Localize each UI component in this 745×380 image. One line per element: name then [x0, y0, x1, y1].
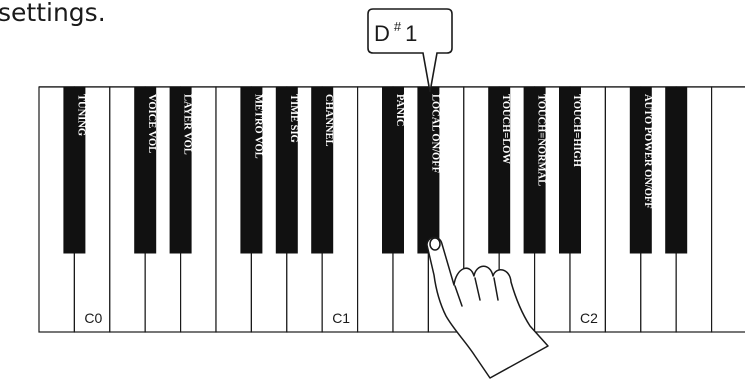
black-key: [382, 86, 404, 254]
black-key: [523, 86, 546, 254]
black-key-label: LOCAL ON/OFF: [429, 94, 440, 173]
note-callout: D # 1: [367, 8, 453, 93]
black-key: [559, 86, 581, 254]
black-key-label: LAYER VOL: [182, 94, 193, 155]
black-key: [169, 86, 192, 254]
black-key-label: TOUCH=HIGH: [571, 94, 582, 167]
white-key: [710, 86, 745, 333]
black-key: [311, 86, 334, 254]
callout-note-letter: D: [374, 21, 390, 46]
black-keys: TUNING VOICE VOL LAYER VOL METRO VOL TIME SI…: [63, 86, 688, 254]
black-key-label: PANIC: [394, 94, 405, 126]
black-key: [134, 86, 157, 254]
callout-accidental: #: [394, 19, 402, 34]
callout-box: [367, 8, 453, 93]
black-key-label: VOICE VOL: [146, 94, 157, 153]
black-key-label: TUNING: [75, 94, 86, 136]
black-key: [665, 86, 688, 254]
octave-label: C2: [580, 310, 598, 326]
callout-octave: 1: [405, 21, 417, 46]
callout-note-name: D # 1: [374, 18, 417, 46]
black-key-label: AUTO POWER ON/OFF: [642, 94, 653, 209]
black-key-label: TIME SIG: [288, 94, 299, 143]
black-key: [240, 86, 263, 254]
black-key-label: METRO VOL: [252, 94, 263, 159]
black-key-label: TOUCH=NORMAL: [536, 94, 547, 186]
octave-label: C1: [332, 310, 350, 326]
black-key: [488, 86, 511, 254]
octave-labels: C0 C1 C2: [84, 310, 598, 326]
black-key: [275, 86, 298, 254]
caption-text: settings.: [0, 0, 106, 27]
pointing-hand-icon: [426, 236, 549, 379]
black-key: [63, 86, 86, 254]
black-key-label: CHANNEL: [323, 94, 334, 147]
octave-label: C0: [84, 310, 102, 326]
black-key: [629, 86, 652, 254]
black-key-label: TOUCH=LOW: [500, 94, 511, 164]
